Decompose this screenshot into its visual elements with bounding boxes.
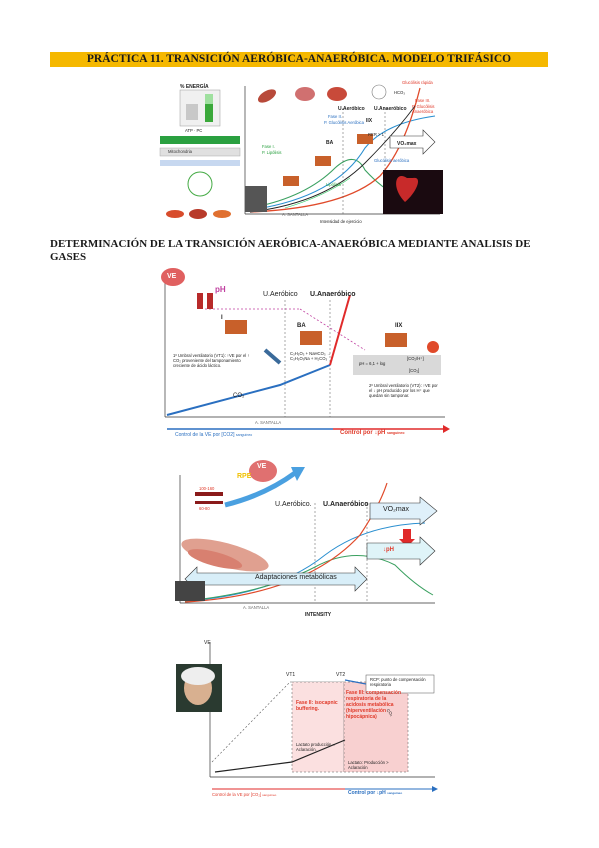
- santalla-1: A. SANTALLA: [282, 212, 309, 217]
- energy-label: % ENERGÍA: [180, 84, 209, 90]
- fiber-i-label: I: [221, 315, 223, 321]
- hplus-label: [CO₂/H⁺]: [407, 356, 424, 361]
- lipolisis-label: P. Lipólisis: [262, 150, 282, 155]
- control-co2-2: Control de la VE por [CO2] sanguíneo: [175, 432, 252, 438]
- u-anaerobico-1: U.Anaeróbico: [374, 106, 407, 112]
- glucolisis-aerobica-label: Glucólisis aeróbica: [374, 158, 410, 163]
- vt1-label: VT1: [286, 672, 296, 678]
- intensity-label: INTENSITY: [305, 612, 332, 618]
- buffer-equation: C₃H₅O₃ + NaHCO₃ → C₃H₅O₃Na + H₂CO₃: [290, 351, 331, 361]
- figure-4: VE VT1 VT2 RCP: punto de compensación re…: [170, 632, 440, 807]
- vt2-label: VT2: [336, 672, 346, 678]
- u-anaerobico-2: U.Anaeróbico: [310, 291, 356, 298]
- glucolisis-anae-label: P. Glucólisis Anaeróbica: [412, 104, 435, 114]
- ba-label: BA: [326, 140, 334, 146]
- fase2-label: Fase II.: [328, 114, 342, 119]
- vo2max-label-1: VO₂max: [397, 141, 417, 147]
- ve-label-3: VE: [257, 463, 267, 470]
- phases-chart: [176, 642, 438, 792]
- control-ph-2: Control por ↓pH sanguíneo: [340, 430, 405, 436]
- santalla-3: A. SANTALLA: [243, 605, 270, 610]
- lipolisis-curve-label: Lipólisis: [326, 182, 341, 187]
- sanguineo-text-2: sanguíneo: [387, 431, 405, 435]
- rer-label: RER > 1: [368, 132, 384, 137]
- x-axis-label-1: Intensidad de ejercicio: [320, 219, 362, 224]
- sanguineo-text-4b: sanguíneo: [387, 791, 403, 795]
- vo2max-label-3: VO₂max: [383, 506, 410, 513]
- rpe-label: RPE: [237, 473, 252, 480]
- ph-label-3: ↓pH: [383, 547, 394, 553]
- santalla-2: A. SANTALLA: [255, 420, 282, 425]
- u-anaerobico-3: U.Anaeróbico: [323, 501, 369, 508]
- u-aerobico-2: U.Aeróbico: [263, 291, 298, 298]
- control-ph-text: Control por ↓pH: [340, 430, 386, 436]
- mito-label: Mitochondria: [168, 149, 192, 154]
- co2-bottom: [CO₂]: [409, 368, 420, 373]
- adaptaciones-label: Adaptaciones metabólicas: [255, 574, 337, 581]
- ph-equation: pH = 6,1 + log: [359, 361, 386, 366]
- sanguineo-text: sanguíneo: [235, 433, 253, 437]
- hr1-label: 100-160: [199, 486, 215, 491]
- fase1-label: Fase I.: [262, 144, 275, 149]
- ve-label-4: VE: [204, 640, 211, 646]
- u-aerobico-3: U.Aeróbico.: [275, 501, 312, 508]
- fase3-label-4: Fase III: compensación respiratoria de l…: [346, 690, 402, 720]
- metabolism-illustration: [159, 89, 241, 219]
- rcp-label: RCP: punto de compensación respiratoria: [370, 677, 426, 687]
- trifasic-chart: [244, 84, 443, 215]
- ph-label-2: pH: [215, 285, 226, 294]
- ventilation-chart: [161, 268, 450, 433]
- figure-3: VE RPE 100-160 60-80 U.Aeróbico. U.Anaer…: [155, 455, 445, 625]
- control-co2-text-4: Control de la VE por [CO₂]: [212, 792, 262, 797]
- control-ph-text-4: Control por ↓pH: [348, 790, 386, 796]
- figure-1: % ENERGÍA ATP · PC Mitochondria U.Aeróbi…: [150, 78, 450, 228]
- vt2-text: 2º Umbral ventilatorio (VT2): ↑VE por el…: [369, 383, 438, 398]
- control-ph-4: Control por ↓pH sanguíneo: [348, 790, 402, 796]
- sanguineo-text-4: sanguíneo: [262, 793, 277, 797]
- lactate-2: Lactato: Producción > Aclaración: [348, 760, 389, 770]
- hco3-label: HCO₃: [394, 90, 406, 95]
- ba-label-2: BA: [297, 323, 306, 329]
- ve-label-2: VE: [167, 273, 177, 280]
- glucolisis-rapida-label: Glucólisis rápida: [402, 80, 433, 85]
- fase2-label-4: Fase II: isocapnic buffering.: [296, 700, 338, 712]
- co2-label-2: CO₂: [233, 393, 245, 399]
- lactate-1: Lactato producción = Aclaración.: [296, 742, 335, 752]
- page-title: PRÁCTICA 11. TRANSICIÓN AERÓBICA-ANAERÓB…: [50, 52, 548, 67]
- control-co2-text: Control de la VE por [CO2]: [175, 432, 235, 438]
- control-co2-4: Control de la VE por [CO₂] sanguíneo: [212, 792, 276, 797]
- figure-2: VE pH U.Aeróbico U.Anaeróbico I BA IIX C…: [145, 265, 455, 445]
- vt1-text: 1º Umbral ventilatorio (VT1): ↑VE por el…: [173, 353, 250, 368]
- atp-label: ATP · PC: [185, 128, 203, 133]
- iix-label-2: IIX: [395, 323, 403, 329]
- fase3-label: Fase III.: [415, 98, 431, 103]
- iix-label: IIX: [366, 118, 373, 124]
- hr2-label: 60-80: [199, 506, 210, 511]
- glucolisis-aer-label: P. Glucólisis Aeróbica: [324, 120, 364, 125]
- adaptations-chart: [175, 460, 438, 604]
- u-aerobico-1: U.Aeróbico: [338, 106, 365, 112]
- section-heading: DETERMINACIÓN DE LA TRANSICIÓN AERÓBICA-…: [50, 238, 531, 263]
